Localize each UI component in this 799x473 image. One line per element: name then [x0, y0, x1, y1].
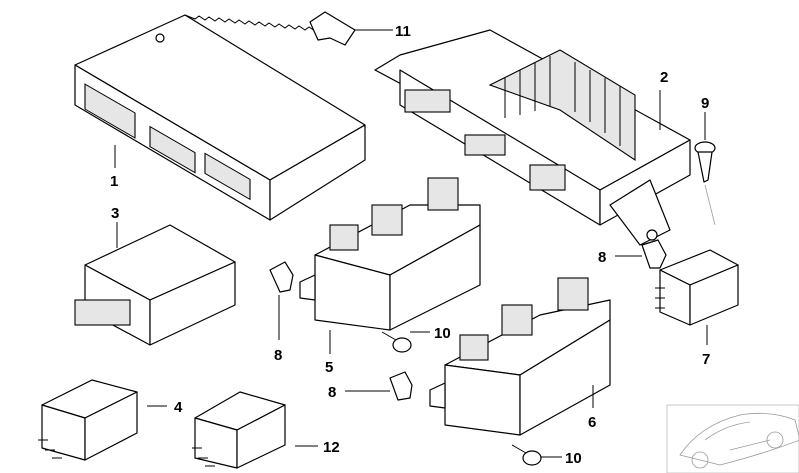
- part-2-control-unit[interactable]: [374, 29, 691, 246]
- callout-12: 12: [323, 439, 340, 456]
- part-6-relay-module[interactable]: [429, 277, 611, 436]
- part-8-clip-c[interactable]: [615, 239, 667, 269]
- part-8-clip-a[interactable]: [269, 261, 294, 340]
- part-11-clip[interactable]: [309, 11, 393, 46]
- part-12-relay[interactable]: [192, 391, 318, 469]
- part-1-control-unit[interactable]: [74, 14, 366, 221]
- callout-10: 10: [565, 450, 582, 467]
- part-8-clip-b[interactable]: [345, 371, 413, 401]
- callout-6: 6: [588, 414, 596, 431]
- callout-1: 1: [110, 173, 118, 190]
- callout-8: 8: [328, 384, 336, 401]
- part-7-relay[interactable]: [655, 249, 739, 345]
- callout-11: 11: [395, 23, 411, 40]
- part-4-relay[interactable]: [38, 379, 167, 461]
- callout-5: 5: [325, 359, 333, 376]
- callout-4: 4: [174, 399, 183, 416]
- callout-7: 7: [702, 351, 710, 368]
- callout-8: 8: [598, 249, 606, 266]
- part-9-screw[interactable]: [694, 112, 716, 226]
- callout-3: 3: [111, 205, 119, 222]
- part-10-screw-a[interactable]: [381, 331, 430, 353]
- callout-10: 10: [434, 325, 451, 342]
- callout-8: 8: [274, 347, 282, 364]
- part-10-screw-b[interactable]: [511, 444, 562, 466]
- callout-9: 9: [701, 95, 709, 112]
- vehicle-thumbnail[interactable]: [666, 404, 799, 473]
- part-5-relay-module[interactable]: [299, 177, 481, 331]
- callout-2: 2: [660, 69, 668, 86]
- part-3-module[interactable]: [74, 222, 236, 346]
